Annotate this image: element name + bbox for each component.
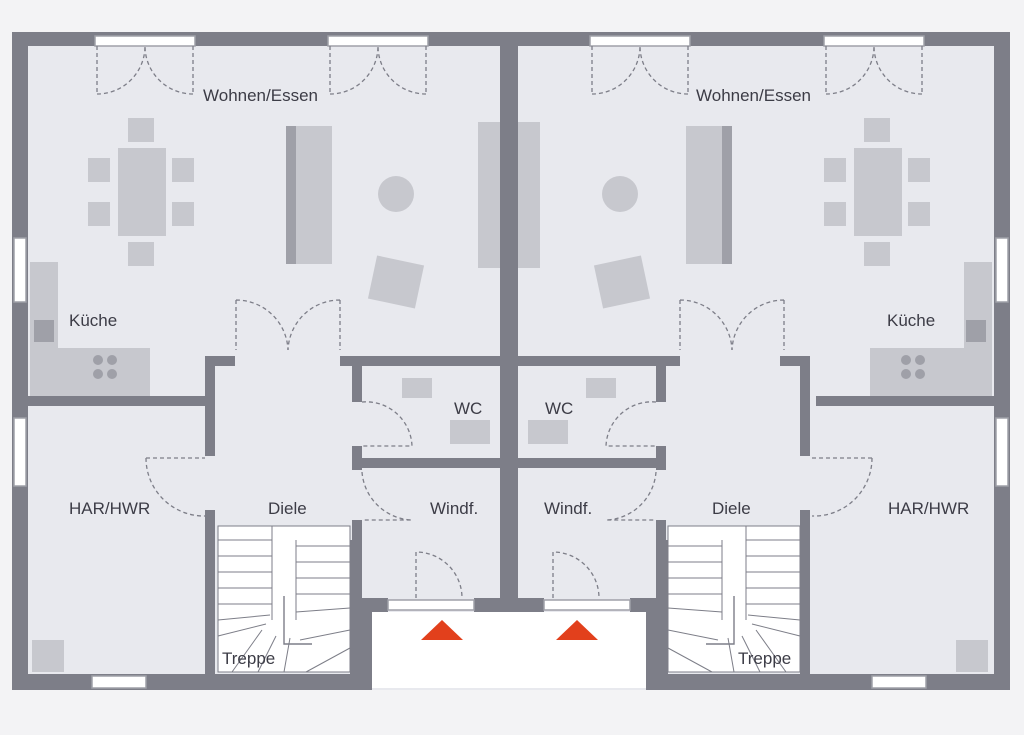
entrance-porch [370, 612, 647, 688]
wall-right [994, 32, 1010, 690]
entrance-arrow-icon [421, 620, 598, 640]
wall-porch-top-l1 [356, 598, 388, 612]
wall-wc-north-left [340, 356, 510, 366]
room-label-hall: Diele [268, 499, 307, 518]
room-label-utility: HAR/HWR [69, 499, 150, 518]
wall-bottom-left [12, 674, 372, 690]
room-label-kitchen: Küche [887, 311, 935, 330]
dining-table-left [88, 118, 194, 266]
room-label-vestibule: Windf. [430, 499, 478, 518]
wall-stair-west-right [662, 540, 668, 676]
wall-wc-east-a-right [656, 356, 666, 402]
room-label-vestibule: Windf. [544, 499, 592, 518]
room-label-wc: WC [454, 399, 482, 418]
wall-wc-south-left [352, 458, 502, 468]
dining-table-right [824, 118, 930, 266]
wall-porch-top-mid [474, 598, 544, 612]
wall-diele-north-a-right [780, 356, 810, 366]
wall-porch-top-r1 [630, 598, 662, 612]
wall-diele-east-right [800, 356, 810, 456]
room-label-stairs: Treppe [738, 649, 791, 668]
wall-wc-west-a-left [352, 356, 362, 402]
wall-wc-south-right [516, 458, 666, 468]
kitchen-counter-right [870, 262, 992, 396]
room-label-living: Wohnen/Essen [696, 86, 811, 105]
room-label-wc: WC [545, 399, 573, 418]
living-furniture-right [593, 126, 732, 309]
wall-porch-left [356, 598, 372, 690]
wall-bottom-right [646, 674, 1010, 690]
wall-diele-north-a-left [205, 356, 235, 366]
room-label-living: Wohnen/Essen [203, 86, 318, 105]
wall-kitchen-har-left [28, 396, 208, 406]
wall-stair-east-left [350, 540, 356, 676]
wall-porch-right [646, 598, 662, 690]
room-label-stairs: Treppe [222, 649, 275, 668]
party-wall [500, 32, 518, 612]
room-label-utility: HAR/HWR [888, 499, 969, 518]
window-icon [13, 35, 1009, 689]
wall-wc-north-right [508, 356, 680, 366]
wall-stair-west-left [205, 510, 215, 676]
room-labels-right: Wohnen/Essen Küche WC HAR/HWR Diele Wind… [544, 86, 969, 668]
wall-windf-west-left [352, 520, 362, 610]
kitchen-counter-left [30, 262, 150, 396]
wall-diele-west-left [205, 356, 215, 456]
room-labels-left: Wohnen/Essen Küche WC HAR/HWR Diele Wind… [69, 86, 482, 668]
room-label-kitchen: Küche [69, 311, 117, 330]
wc-fixtures [402, 378, 616, 444]
room-label-hall: Diele [712, 499, 751, 518]
sideboard-center [478, 122, 540, 268]
wall-kitchen-har-right [816, 396, 996, 406]
door-swing-icon [96, 45, 923, 599]
staircase-icon [217, 525, 801, 673]
wall-stair-east-right [800, 510, 810, 676]
utility-fixtures [32, 640, 988, 672]
living-furniture-left [286, 126, 425, 309]
wall-left [12, 32, 28, 690]
wall-windf-east-right [656, 520, 666, 610]
